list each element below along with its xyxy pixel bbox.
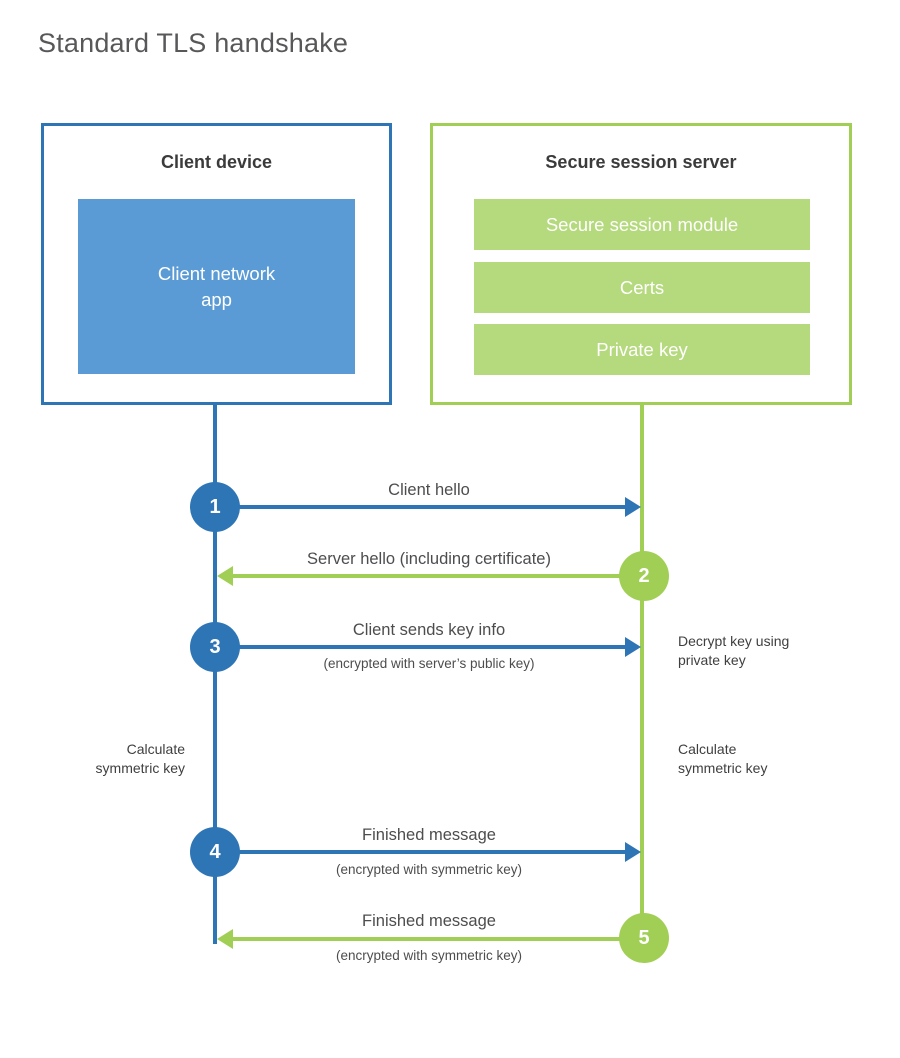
message-arrow-4 [230,850,626,854]
server-module-certs: Certs [474,262,810,313]
server-title: Secure session server [545,152,737,172]
server-module-private-key: Private key [474,324,810,375]
message-arrow-1 [230,505,626,509]
arrowhead-right-icon [625,842,641,862]
diagram-title: Standard TLS handshake [38,28,349,58]
message-sub-key-info: (encrypted with server’s public key) [323,656,535,671]
step-circle-1: 1 [190,482,240,532]
note-calculate-symmetric-key-right: Calculate symmetric key [678,741,768,776]
step-circle-4: 4 [190,827,240,877]
message-arrow-5 [233,937,623,941]
step-circle-3: 3 [190,622,240,672]
message-label-client-hello: Client hello [388,481,470,499]
arrowhead-right-icon [625,637,641,657]
client-device-title: Client device [160,152,273,172]
note-calculate-symmetric-key-left: Calculate symmetric key [95,741,185,776]
note-decrypt-key: Decrypt key using private key [678,633,790,668]
message-sub-finished-client: (encrypted with symmetric key) [335,862,523,877]
client-network-app-box: Client network app [78,199,355,374]
message-label-server-hello: Server hello (including certificate) [307,550,551,568]
arrowhead-right-icon [625,497,641,517]
client-lifeline [213,405,217,944]
message-arrow-2 [233,574,623,578]
message-label-key-info: Client sends key info [352,621,506,639]
arrowhead-left-icon [217,929,233,949]
server-module-secure-session: Secure session module [474,199,810,250]
step-circle-5: 5 [619,913,669,963]
message-arrow-3 [230,645,626,649]
client-device-box: Client device Client network app [41,123,392,405]
message-label-finished-server: Finished message [362,912,496,930]
step-circle-2: 2 [619,551,669,601]
message-sub-finished-server: (encrypted with symmetric key) [335,948,523,963]
server-box: Secure session server Secure session mod… [430,123,852,405]
message-label-finished-client: Finished message [362,826,496,844]
arrowhead-left-icon [217,566,233,586]
server-lifeline [640,405,644,938]
